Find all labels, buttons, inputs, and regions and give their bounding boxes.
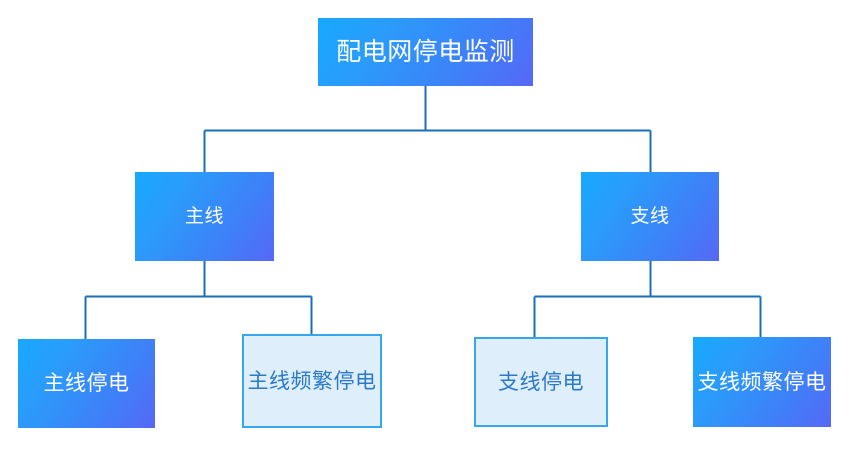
node-branch-frequent-outage[interactable]: 支线频繁停电 (693, 337, 831, 427)
node-main-line[interactable]: 主线 (135, 172, 274, 261)
node-main-frequent-outage[interactable]: 主线频繁停电 (242, 334, 382, 428)
node-branch-line[interactable]: 支线 (581, 172, 719, 261)
node-root[interactable]: 配电网停电监测 (318, 18, 533, 86)
node-main-outage[interactable]: 主线停电 (18, 339, 155, 428)
node-branch-outage[interactable]: 支线停电 (474, 337, 608, 427)
